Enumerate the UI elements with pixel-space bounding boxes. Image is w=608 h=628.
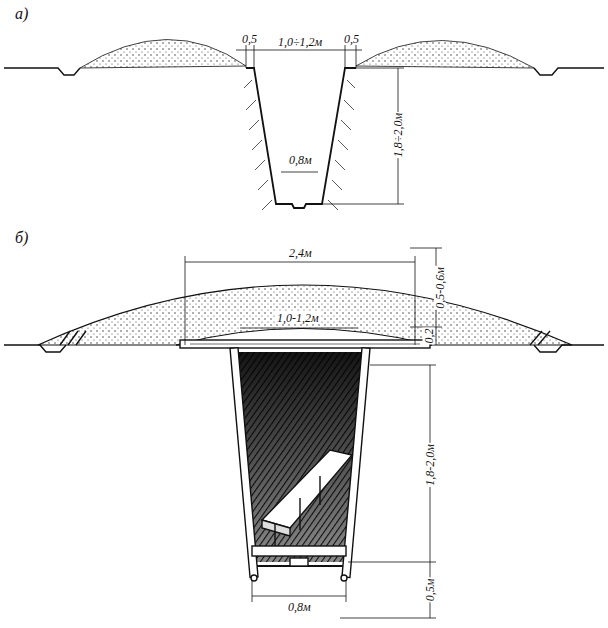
part-letter: а) [14,6,29,22]
dimension-label: 1,8-2,0м [424,443,436,487]
dimension-label: 1,8÷2,0м [392,112,404,158]
dimension-label: 0,5-0,6м [434,266,446,310]
part-letter: б) [14,230,29,246]
dimension-label: 0,8м [288,154,313,166]
dimension-label: 0,8м [287,601,312,613]
dimension-label: 1,0÷1,2м [277,36,323,48]
dimension-label: 0,2 [423,328,435,345]
dimension-label: 0,5м [424,578,436,603]
dimension-label: 2,4м [288,247,313,259]
dimension-label: 0,5 [241,33,258,45]
dimension-label: 0,5 [343,33,360,45]
dimension-label: 1,0-1,2м [276,312,320,324]
